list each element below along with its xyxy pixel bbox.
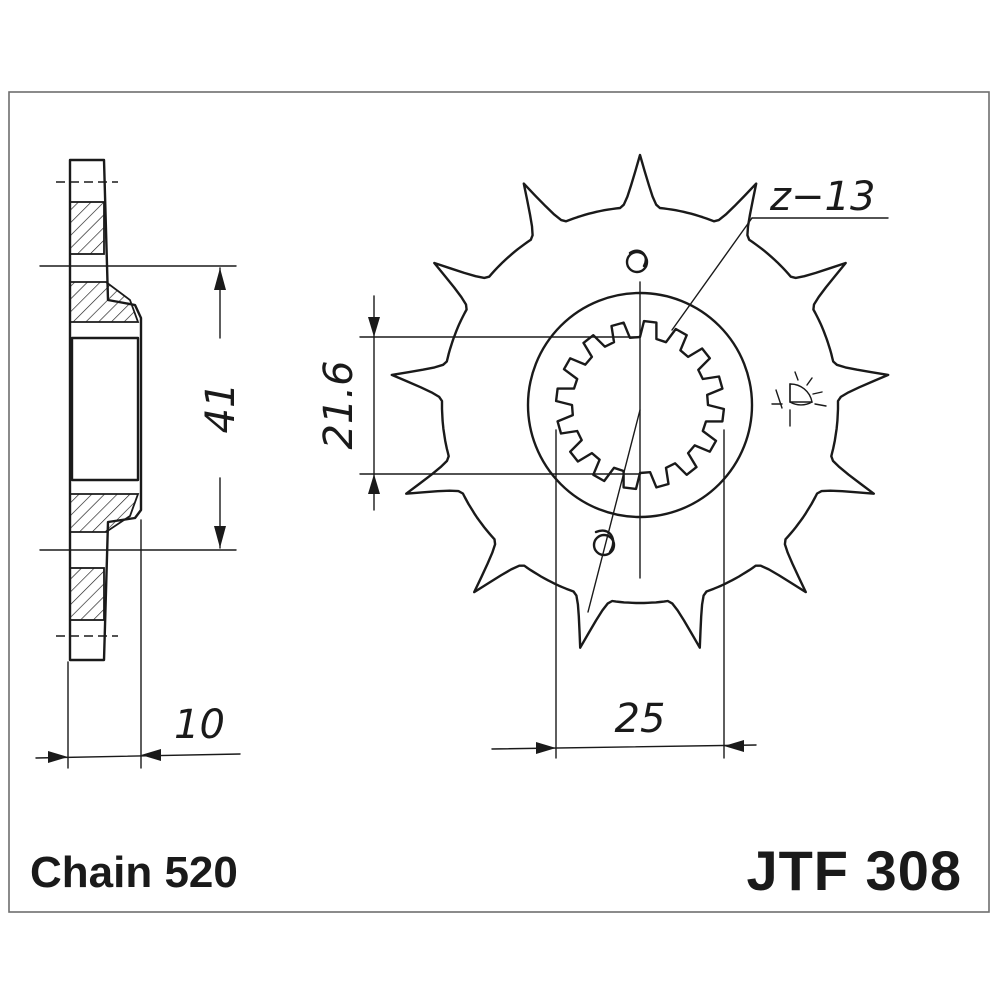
arrow-10-right [141, 749, 161, 761]
dim-label-10: 10 [174, 702, 225, 748]
arrow-25-right [724, 740, 744, 752]
chain-size-label: Chain 520 [30, 848, 238, 897]
arrow-41-bottom [214, 526, 226, 548]
hatch-upper-hub [69, 281, 140, 323]
dim-line-25 [491, 744, 757, 750]
side-view-bore [70, 336, 140, 482]
arrow-25-left [536, 742, 556, 754]
side-view-outline [68, 158, 143, 662]
arrow-21-6-top [368, 317, 380, 337]
hatch-lower-hub [69, 493, 140, 533]
dim-label-21-6: 21.6 [316, 360, 362, 449]
dim-line-10 [35, 753, 241, 759]
arrow-21-6-bottom [368, 474, 380, 494]
hatch-upper-tooth [69, 201, 105, 255]
side-section-view: 41 10 [35, 158, 244, 769]
arrow-10-left [48, 751, 68, 763]
diagram-border [8, 91, 990, 913]
sprocket-outline [390, 153, 890, 649]
bolt-hole-lower [592, 529, 616, 557]
bolt-hole-upper [625, 249, 649, 274]
hatch-lower-tooth [69, 567, 105, 621]
sun-icon [771, 371, 827, 427]
teeth-leader-line [671, 217, 753, 331]
teeth-count-label: z−13 [769, 174, 875, 220]
section-leader-line [587, 409, 641, 613]
part-number-label: JTF 308 [746, 839, 962, 902]
front-view: z−13 21.6 25 [316, 153, 890, 759]
dim-label-25: 25 [615, 696, 666, 742]
arrow-41-top [214, 268, 226, 290]
dim-label-41: 41 [198, 383, 244, 434]
